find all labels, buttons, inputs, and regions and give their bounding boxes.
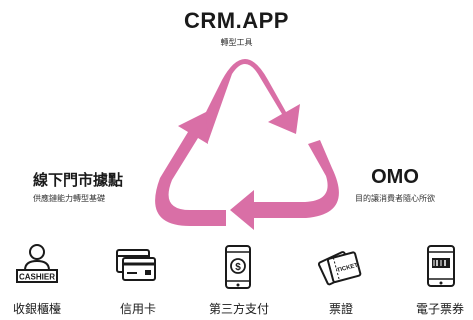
omo-subtitle: 目的讓消費者隨心所欲 bbox=[355, 194, 435, 203]
payment-label-credit-card: 信用卡 bbox=[119, 302, 156, 316]
payment-label-cashier: 收銀櫃檯 bbox=[12, 302, 61, 316]
ticket-text: TICKET bbox=[336, 263, 359, 274]
e-ticket-icon bbox=[418, 242, 464, 288]
offline-store-subtitle: 供應鏈能力轉型基礎 bbox=[33, 194, 105, 203]
offline-store-title: 線下門市據點 bbox=[33, 171, 124, 189]
cashier-icon: CASHIER bbox=[14, 240, 60, 286]
cycle-arrow-left bbox=[155, 112, 226, 226]
crm-app-title: CRM.APP bbox=[184, 8, 289, 33]
cycle-arrow-right bbox=[230, 140, 339, 230]
mobile-payment-icon: $ bbox=[216, 244, 262, 290]
cycle-arrow-top bbox=[194, 59, 300, 142]
cashier-badge-text: CASHIER bbox=[19, 273, 55, 282]
crm-app-subtitle: 轉型工具 bbox=[220, 38, 253, 47]
ticket-icon: TICKET bbox=[318, 244, 364, 290]
payment-label-e-ticket: 電子票券 bbox=[415, 302, 464, 316]
omo-title: OMO bbox=[371, 166, 419, 188]
payment-label-ticket: 票證 bbox=[328, 302, 353, 316]
payment-label-third-party: 第三方支付 bbox=[208, 302, 269, 316]
recycle-cycle-icon bbox=[155, 59, 339, 230]
svg-text:$: $ bbox=[235, 262, 241, 273]
credit-card-icon bbox=[113, 242, 159, 288]
